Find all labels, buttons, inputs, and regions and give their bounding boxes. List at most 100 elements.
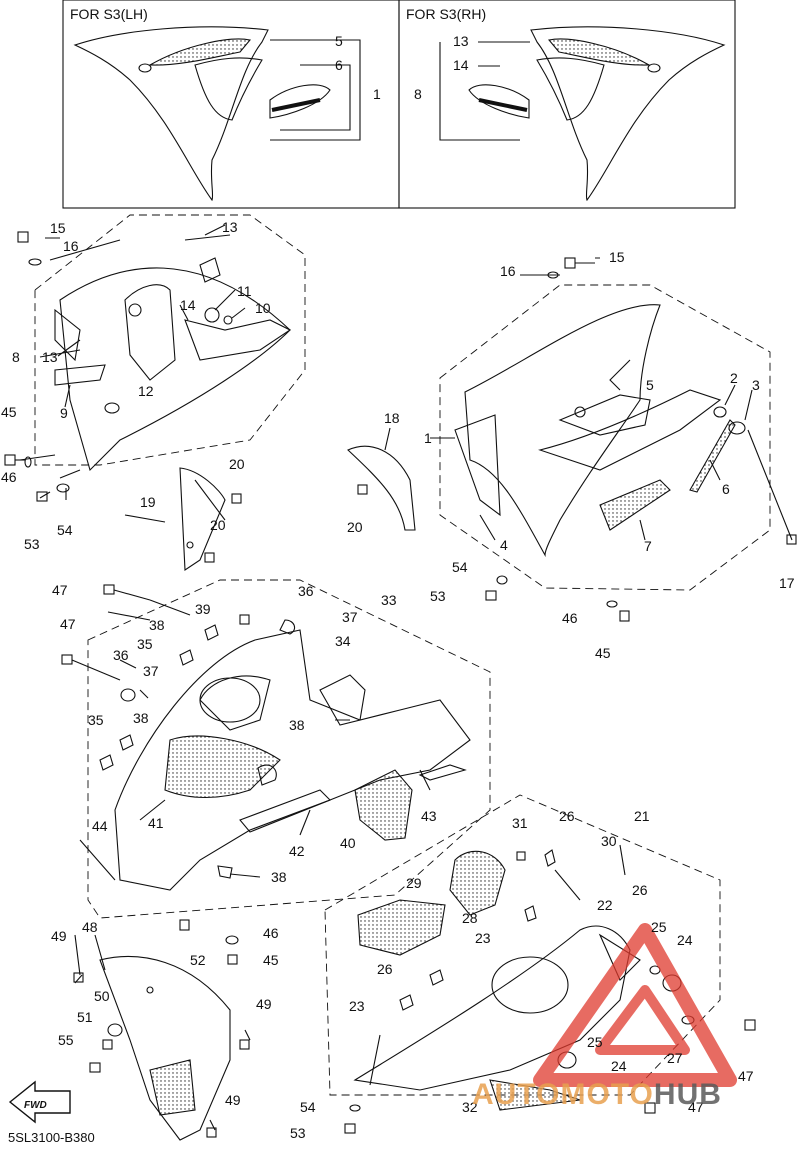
callout: 7 <box>644 538 652 554</box>
inset-leaders-lh <box>270 39 361 141</box>
callout: 4 <box>500 537 508 553</box>
lower-cowl-assembly <box>324 794 721 1111</box>
callout: 6 <box>335 57 343 73</box>
callout: 12 <box>138 383 154 399</box>
callout: 25 <box>587 1034 603 1050</box>
callout: 49 <box>225 1092 241 1108</box>
callout: 48 <box>82 919 98 935</box>
callout: 3 <box>752 377 760 393</box>
callout: 55 <box>58 1032 74 1048</box>
callout: 16 <box>500 263 516 279</box>
inset-leaders-rh <box>439 41 530 141</box>
callout: 38 <box>271 869 287 885</box>
callout: 43 <box>421 808 437 824</box>
callout: 19 <box>140 494 156 510</box>
inset-fairing-rh <box>468 26 726 202</box>
callout: 53 <box>430 588 446 604</box>
inset-box-lh <box>62 0 400 209</box>
callout: 1 <box>373 86 381 102</box>
callout: 37 <box>143 663 159 679</box>
inset-fairing-lh <box>73 26 331 202</box>
callout: 8 <box>12 349 20 365</box>
callout: 21 <box>634 808 650 824</box>
watermark-text: AUTOMOTOHUB <box>472 1078 722 1112</box>
callout: 26 <box>559 808 575 824</box>
callout: 47 <box>52 582 68 598</box>
callout: 28 <box>462 910 478 926</box>
callout: 2 <box>730 370 738 386</box>
callout: 47 <box>688 1099 704 1115</box>
callout: 46 <box>562 610 578 626</box>
callout: 8 <box>414 86 422 102</box>
callout: 46 <box>1 469 17 485</box>
right-side-cowl <box>347 257 771 591</box>
callout: 29 <box>406 875 422 891</box>
callout: 18 <box>384 410 400 426</box>
callout: 44 <box>92 818 108 834</box>
callout: 46 <box>263 925 279 941</box>
callout: 11 <box>237 283 252 299</box>
lower-left-panel <box>73 934 251 1141</box>
callout: 34 <box>335 633 351 649</box>
callout: 1 <box>424 430 432 446</box>
watermark-logo <box>533 923 737 1087</box>
callout: 16 <box>63 238 79 254</box>
callout: 35 <box>88 712 104 728</box>
callout: 22 <box>597 897 613 913</box>
callout: 38 <box>149 617 165 633</box>
callout: 40 <box>340 835 356 851</box>
callout: 36 <box>113 647 129 663</box>
callout: 5 <box>646 377 654 393</box>
watermark-part-auto: AUTO <box>472 1078 561 1111</box>
callout: 54 <box>452 559 468 575</box>
callout: 51 <box>77 1009 93 1025</box>
callout: 13 <box>453 33 469 49</box>
callout: 47 <box>738 1068 754 1084</box>
inset-box-rh <box>398 0 736 209</box>
callout: 15 <box>50 220 66 236</box>
callout: 50 <box>94 988 110 1004</box>
callout: 17 <box>779 575 795 591</box>
callout: 27 <box>667 1050 683 1066</box>
callout: 45 <box>1 404 17 420</box>
callout: 52 <box>190 952 206 968</box>
callout: 30 <box>601 833 617 849</box>
callout: 15 <box>609 249 625 265</box>
watermark-part-moto: MOTO <box>560 1078 654 1111</box>
callout: 45 <box>595 645 611 661</box>
callout: 49 <box>256 996 272 1012</box>
callout: 53 <box>24 536 40 552</box>
callout: 36 <box>298 583 314 599</box>
left-side-cowl <box>34 214 306 472</box>
callout: 20 <box>229 456 245 472</box>
callout: 14 <box>180 297 196 313</box>
fwd-label: FWD <box>24 1100 47 1111</box>
callout: 45 <box>263 952 279 968</box>
callout: 24 <box>611 1058 627 1074</box>
left-cowl-leaders <box>19 224 246 500</box>
callout: 5 <box>335 33 343 49</box>
inset-title-rh: FOR S3(RH) <box>406 6 487 22</box>
callout: 49 <box>51 928 67 944</box>
callout: 23 <box>349 998 365 1014</box>
callout: 31 <box>512 815 528 831</box>
diagram-code: 5SL3100-B380 <box>8 1130 95 1145</box>
callout: 23 <box>475 930 491 946</box>
callout: 26 <box>632 882 648 898</box>
callout: 32 <box>462 1099 478 1115</box>
bracket-19 <box>124 467 368 571</box>
callout: 54 <box>57 522 73 538</box>
callout: 25 <box>651 919 667 935</box>
fwd-arrow-icon <box>8 1080 71 1124</box>
inset-title-lh: FOR S3(LH) <box>70 6 148 22</box>
callout: 13 <box>222 219 238 235</box>
callout: 20 <box>210 517 226 533</box>
callout: 42 <box>289 843 305 859</box>
callout: 41 <box>148 815 164 831</box>
callout: 6 <box>722 481 730 497</box>
callout: 9 <box>60 405 68 421</box>
watermark-part-hub: HUB <box>653 1078 722 1111</box>
callout: 33 <box>381 592 397 608</box>
callout: 38 <box>289 717 305 733</box>
